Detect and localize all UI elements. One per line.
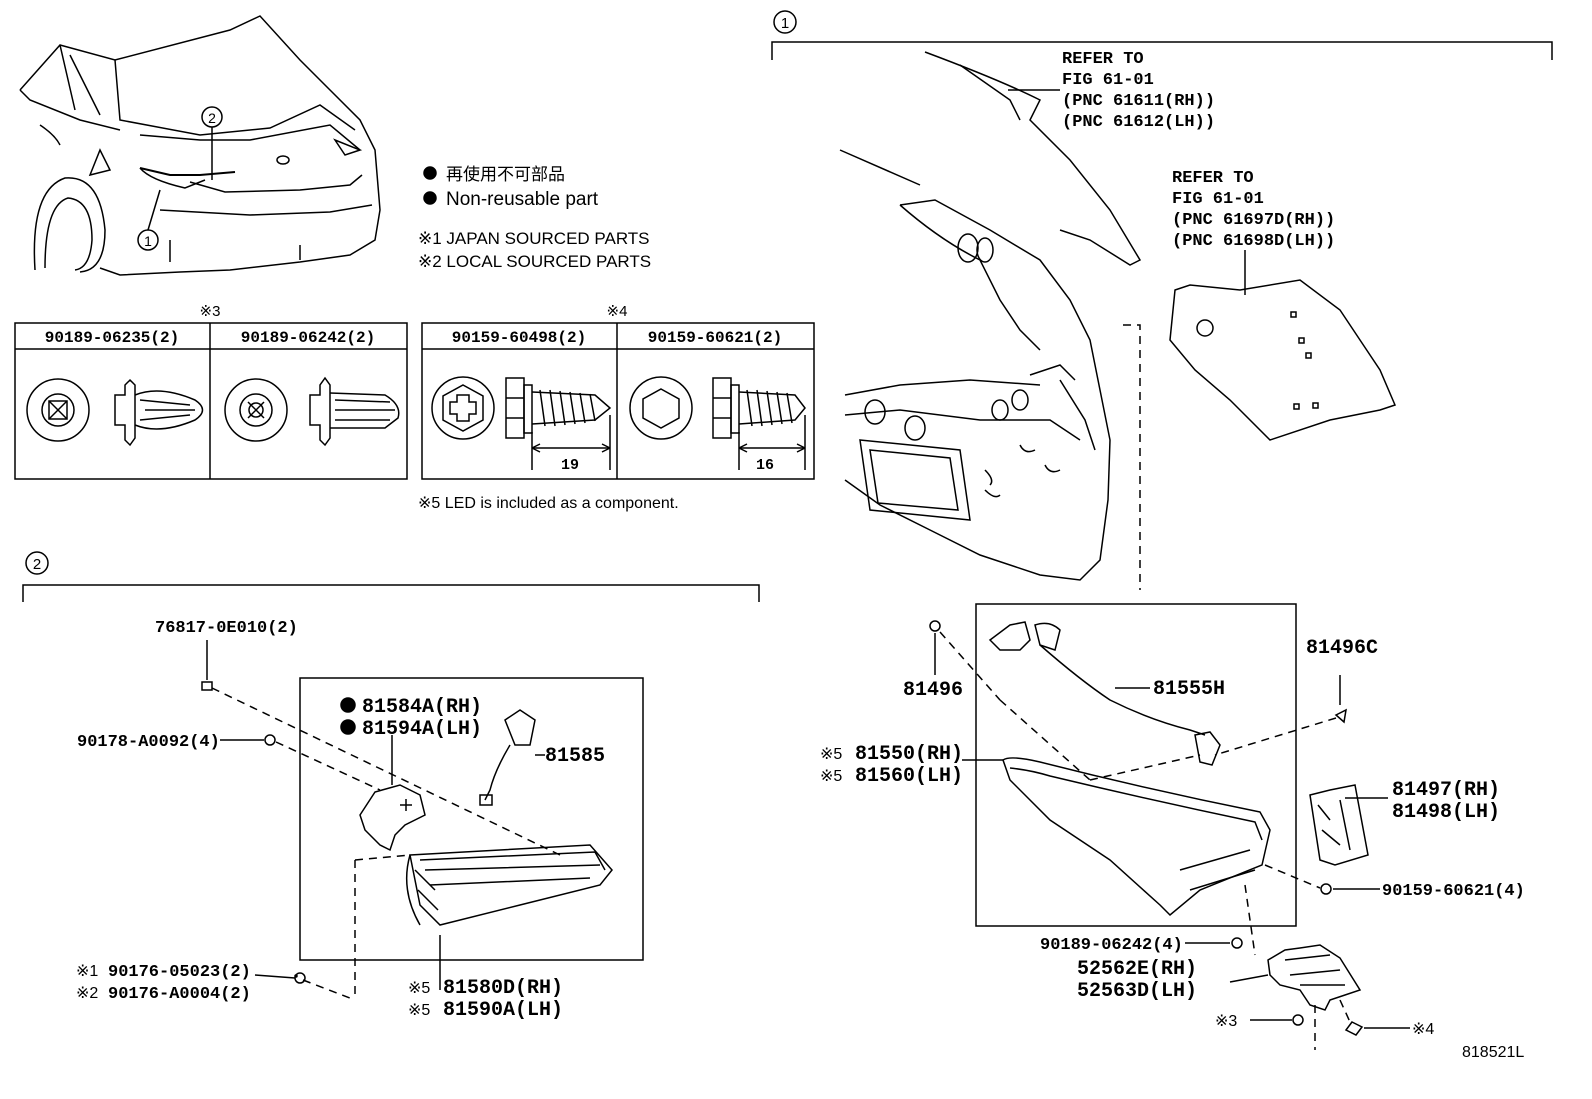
part-90176a: 90176-05023(2) xyxy=(108,963,251,982)
part-81498: 81498(LH) xyxy=(1392,801,1500,824)
table-3-col-1: 90189-06235(2) xyxy=(45,329,179,347)
table-3 xyxy=(14,322,408,480)
part-90189-06242: 90189-06242(4) xyxy=(1040,936,1183,955)
table-4-col-1: 90159-60498(2) xyxy=(452,329,586,347)
table-3-marker: ※3 xyxy=(200,303,221,320)
part-90176b-mark: ※2 xyxy=(76,985,98,1002)
legend-note-5: ※5 LED is included as a component. xyxy=(418,495,679,512)
part-90176a-mark: ※1 xyxy=(76,963,98,980)
callout-1-car-label: 1 xyxy=(144,233,152,249)
refer-2-line-1: REFER TO xyxy=(1172,169,1254,188)
refer-2-line-2: FIG 61-01 xyxy=(1172,190,1264,209)
refer-1-line-4: (PNC 61612(LH)) xyxy=(1062,113,1215,132)
refer-2-line-3: (PNC 61697D(RH)) xyxy=(1172,211,1335,230)
callout-2-label: 2 xyxy=(33,556,41,573)
part-81594: 81594A(LH) xyxy=(362,718,482,741)
part-81497: 81497(RH) xyxy=(1392,779,1500,802)
part-81585: 81585 xyxy=(545,745,605,768)
refer-1-line-2: FIG 61-01 xyxy=(1062,71,1154,90)
car-overview xyxy=(19,15,381,276)
part-76817: 76817-0E010(2) xyxy=(155,619,298,638)
refer-2-line-4: (PNC 61698D(LH)) xyxy=(1172,232,1335,251)
table-4 xyxy=(421,322,815,480)
marker-3: ※3 xyxy=(1215,1013,1237,1030)
part-90176b: 90176-A0004(2) xyxy=(108,985,251,1004)
part-81590: 81590A(LH) xyxy=(443,999,563,1022)
refer-1-line-3: (PNC 61611(RH)) xyxy=(1062,92,1215,111)
part-81496: 81496 xyxy=(903,679,963,702)
table-4-col-2: 90159-60621(2) xyxy=(648,329,782,347)
legend-note-2: ※2 LOCAL SOURCED PARTS xyxy=(418,252,651,271)
part-81555h: 81555H xyxy=(1153,678,1225,701)
legend-non-reusable-jp: 再使用不可部品 xyxy=(446,164,565,184)
part-81550-mark: ※5 xyxy=(820,746,842,763)
legend-non-reusable-en: Non-reusable part xyxy=(446,189,599,210)
marker-4: ※4 xyxy=(1412,1021,1434,1038)
callout-1-label: 1 xyxy=(781,15,789,32)
part-81580: 81580D(RH) xyxy=(443,977,563,1000)
legend-note-1: ※1 JAPAN SOURCED PARTS xyxy=(418,229,650,248)
callout-2-car-label: 2 xyxy=(208,110,216,126)
part-81550: 81550(RH) xyxy=(855,743,963,766)
table-4-length-1: 19 xyxy=(561,457,579,474)
part-81496c: 81496C xyxy=(1306,637,1378,660)
section-2-diagram xyxy=(22,584,760,1001)
part-81590-mark: ※5 xyxy=(408,1002,430,1019)
part-90178: 90178-A0092(4) xyxy=(77,733,220,752)
table-3-col-2: 90189-06242(2) xyxy=(241,329,375,347)
table-4-marker: ※4 xyxy=(607,303,628,320)
refer-1-line-1: REFER TO xyxy=(1062,50,1144,69)
part-52563d: 52563D(LH) xyxy=(1077,980,1197,1003)
part-90159-60621: 90159-60621(4) xyxy=(1382,882,1525,901)
part-81560: 81560(LH) xyxy=(855,765,963,788)
part-81560-mark: ※5 xyxy=(820,768,842,785)
part-81584: 81584A(RH) xyxy=(362,696,482,719)
figure-id: 818521L xyxy=(1462,1044,1524,1061)
section-1-diagram xyxy=(771,41,1553,1050)
part-81580-mark: ※5 xyxy=(408,980,430,997)
table-4-length-2: 16 xyxy=(756,457,774,474)
part-52562e: 52562E(RH) xyxy=(1077,958,1197,981)
